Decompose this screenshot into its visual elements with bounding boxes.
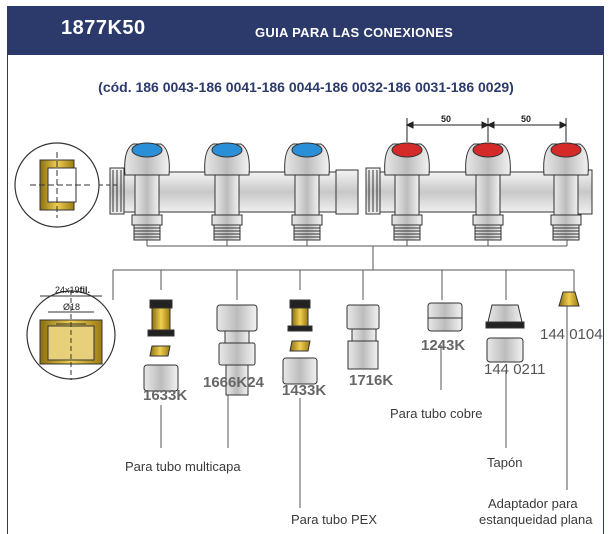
fitting-1440104 [558,291,580,307]
valve-cap-icon [391,142,423,158]
detail-circle-bottom [26,290,116,380]
diameter-dim: Ø18 [63,302,80,312]
valve-1 [124,142,170,241]
valve-2 [204,142,250,241]
dim-label-1: 50 [441,114,451,124]
valve-cap-icon [131,142,163,158]
valve-cap-icon [472,142,504,158]
fitting-1433k [282,299,318,385]
valve-6 [543,142,589,241]
subtitle-codes: (cód. 186 0043-186 0041-186 0044-186 003… [98,79,514,95]
valve-cap-icon [211,142,243,158]
header-title: GUIA PARA LAS CONEXIONES [255,25,454,40]
fitting-1666k24 [216,304,258,396]
label-multicapa: Para tubo multicapa [125,459,241,474]
thread-dim: 24x19fil. [55,285,90,295]
product-code: 1877K50 [61,17,146,39]
part-1433k: 1433K [282,382,327,399]
detail-circle-top [14,142,120,228]
part-1716k: 1716K [349,372,394,389]
valve-5 [465,142,511,241]
dimension-lines [405,118,568,142]
valve-cap-icon [291,142,323,158]
fitting-1716k [346,304,380,370]
fitting-1440211 [485,304,525,363]
fitting-1243k [427,302,463,332]
valve-4 [384,142,430,241]
fitting-1633k [143,299,179,392]
label-adaptador-1: Adaptador para [488,496,578,511]
part-1666k24: 1666K24 [203,374,264,391]
valve-group [124,142,589,241]
label-cobre: Para tubo cobre [390,406,483,421]
header-bar: 1877K50 GUIA PARA LAS CONEXIONES [7,6,604,55]
label-adaptador-2: estanqueidad plana [479,512,593,527]
dim-label-2: 50 [521,114,531,124]
label-pex: Para tubo PEX [291,512,377,527]
part-1440211: 144 0211 [484,361,546,378]
connector-tree [112,240,575,508]
valve-cap-icon [550,142,582,158]
valve-3 [284,142,330,241]
label-tapon: Tapón [487,455,523,470]
part-1633k: 1633K [143,387,188,404]
part-1243k: 1243K [421,337,466,354]
part-1440104: 144 0104 [540,326,603,343]
